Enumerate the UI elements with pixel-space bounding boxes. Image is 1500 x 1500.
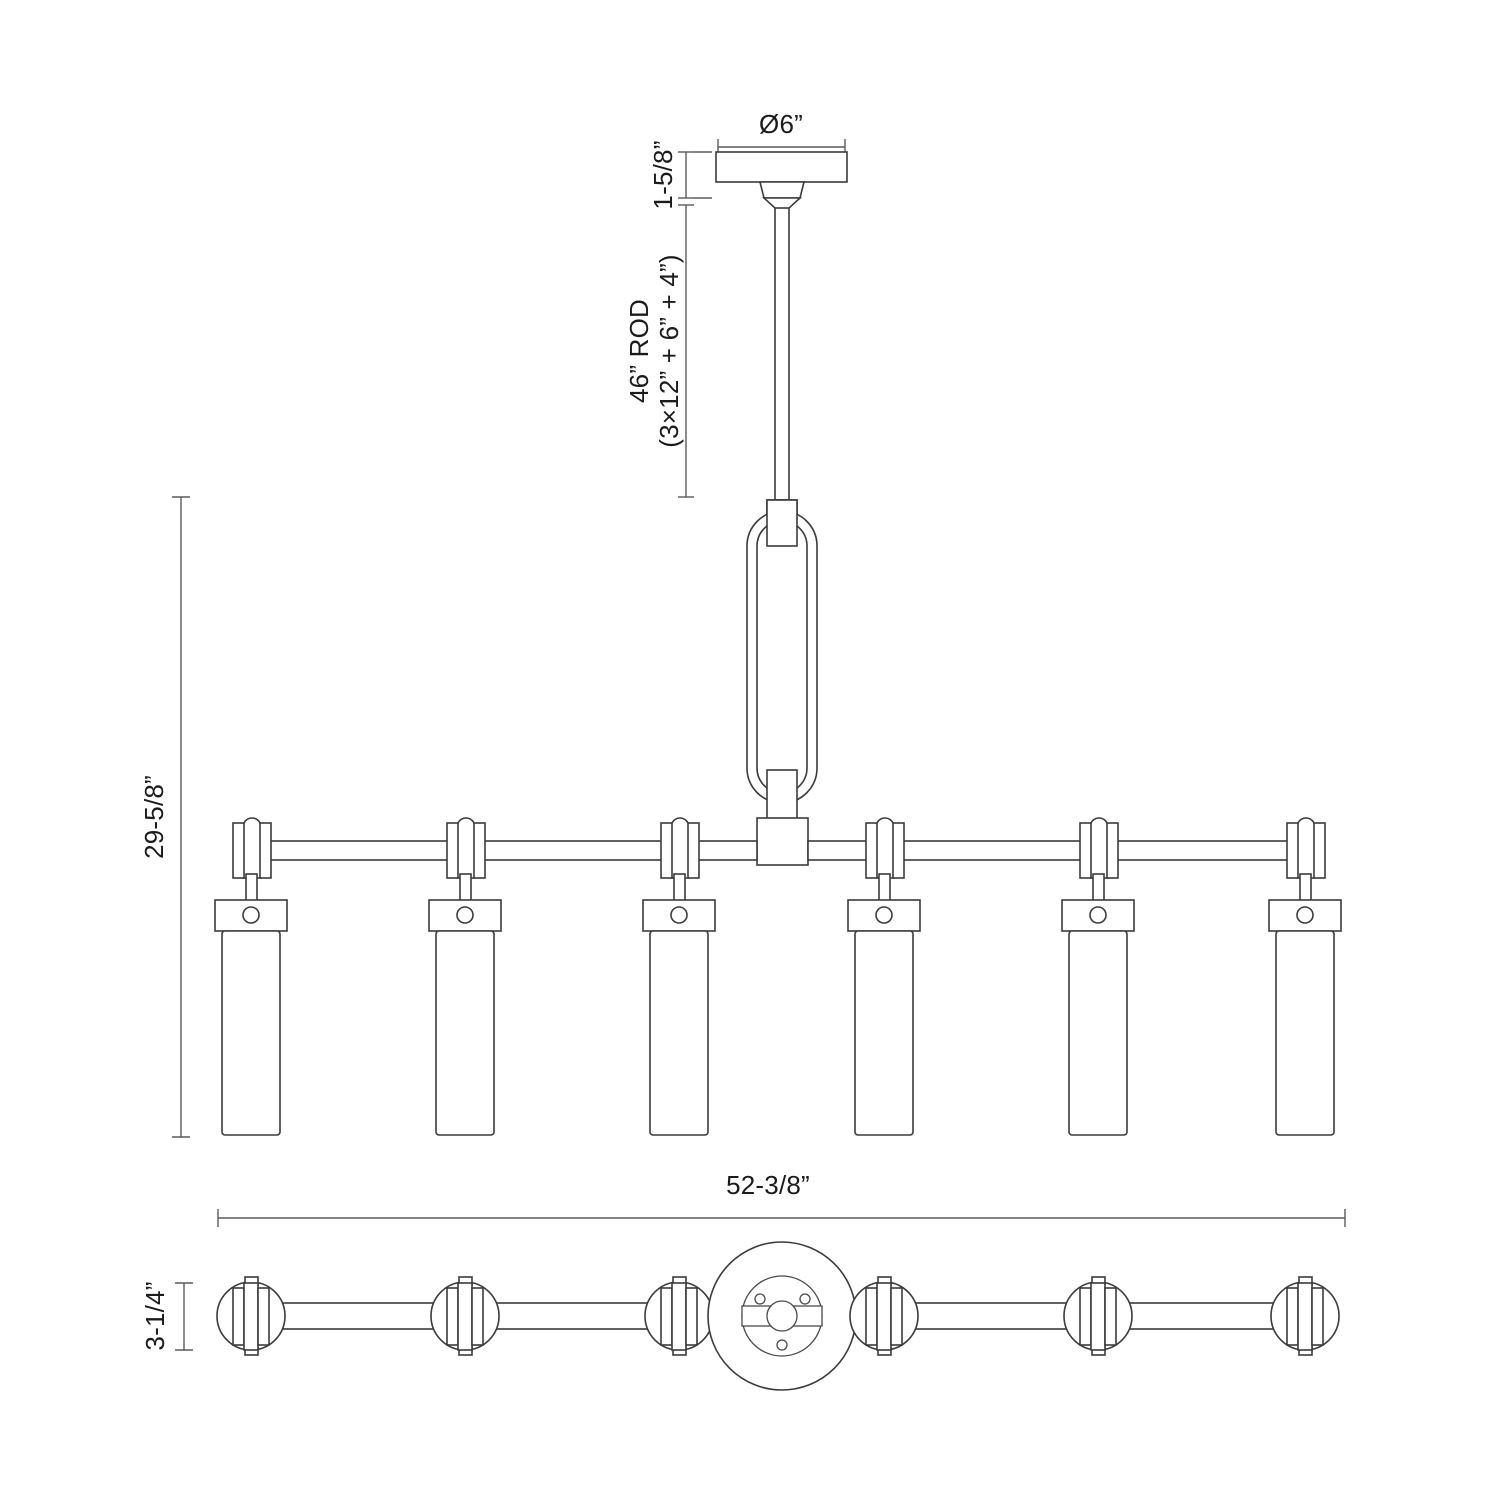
- down-rod: [766, 207, 798, 547]
- overall-height-dimension: 29-5/8”: [139, 496, 190, 1138]
- lamp-unit: [214, 817, 288, 1136]
- body-depth-label: 3-1/4”: [140, 1281, 170, 1350]
- lamp-unit: [428, 817, 502, 1136]
- rod-length-label: 46” ROD: [624, 299, 654, 403]
- lamp-unit: [642, 817, 716, 1136]
- shade-cap: [214, 899, 288, 932]
- shade-cap: [1061, 899, 1135, 932]
- cylinder-shade: [221, 930, 281, 1136]
- plan-lamp-unit: [644, 1276, 714, 1356]
- bottom-plan-view: [216, 1241, 1340, 1391]
- canopy-diameter-label: Ø6”: [759, 109, 803, 139]
- shade-cap: [428, 899, 502, 932]
- canopy-height-dimension: 1-5/8”: [648, 140, 712, 210]
- canopy-height-label: 1-5/8”: [648, 140, 678, 209]
- cylinder-shade: [1068, 930, 1128, 1136]
- plan-center-hub: [707, 1241, 857, 1391]
- collar-hook: [865, 817, 905, 879]
- lamp-unit: [1268, 817, 1342, 1136]
- lamp-unit: [1061, 817, 1135, 1136]
- collar-hook: [1286, 817, 1326, 879]
- collar-hook: [446, 817, 486, 879]
- plan-lamp-unit: [430, 1276, 500, 1356]
- overall-width-dimension: 52-3/8”: [217, 1170, 1346, 1227]
- cylinder-shade: [435, 930, 495, 1136]
- collar-hook: [1079, 817, 1119, 879]
- center-hub: [756, 817, 809, 866]
- oval-chain-link: [746, 499, 818, 821]
- lamp-unit: [847, 817, 921, 1136]
- rod-breakdown-label: (3×12” + 6” + 4”): [654, 254, 684, 447]
- rod-length-dimension: 46” ROD (3×12” + 6” + 4”): [624, 204, 694, 498]
- plan-lamp-unit: [216, 1276, 286, 1356]
- plan-lamp-unit: [849, 1276, 919, 1356]
- plan-lamp-unit: [1270, 1276, 1340, 1356]
- shade-cap: [847, 899, 921, 932]
- collar-hook: [660, 817, 700, 879]
- shade-cap: [642, 899, 716, 932]
- shade-cap: [1268, 899, 1342, 932]
- cylinder-shade: [854, 930, 914, 1136]
- body-depth-dimension: 3-1/4”: [140, 1281, 193, 1351]
- overall-height-label: 29-5/8”: [139, 775, 169, 859]
- plan-lamp-unit: [1063, 1276, 1133, 1356]
- collar-hook: [232, 817, 272, 879]
- overall-width-label: 52-3/8”: [726, 1170, 810, 1200]
- ceiling-canopy: [715, 151, 848, 210]
- cylinder-shade: [1275, 930, 1335, 1136]
- cylinder-shade: [649, 930, 709, 1136]
- canopy-diameter-dimension: Ø6”: [717, 109, 846, 155]
